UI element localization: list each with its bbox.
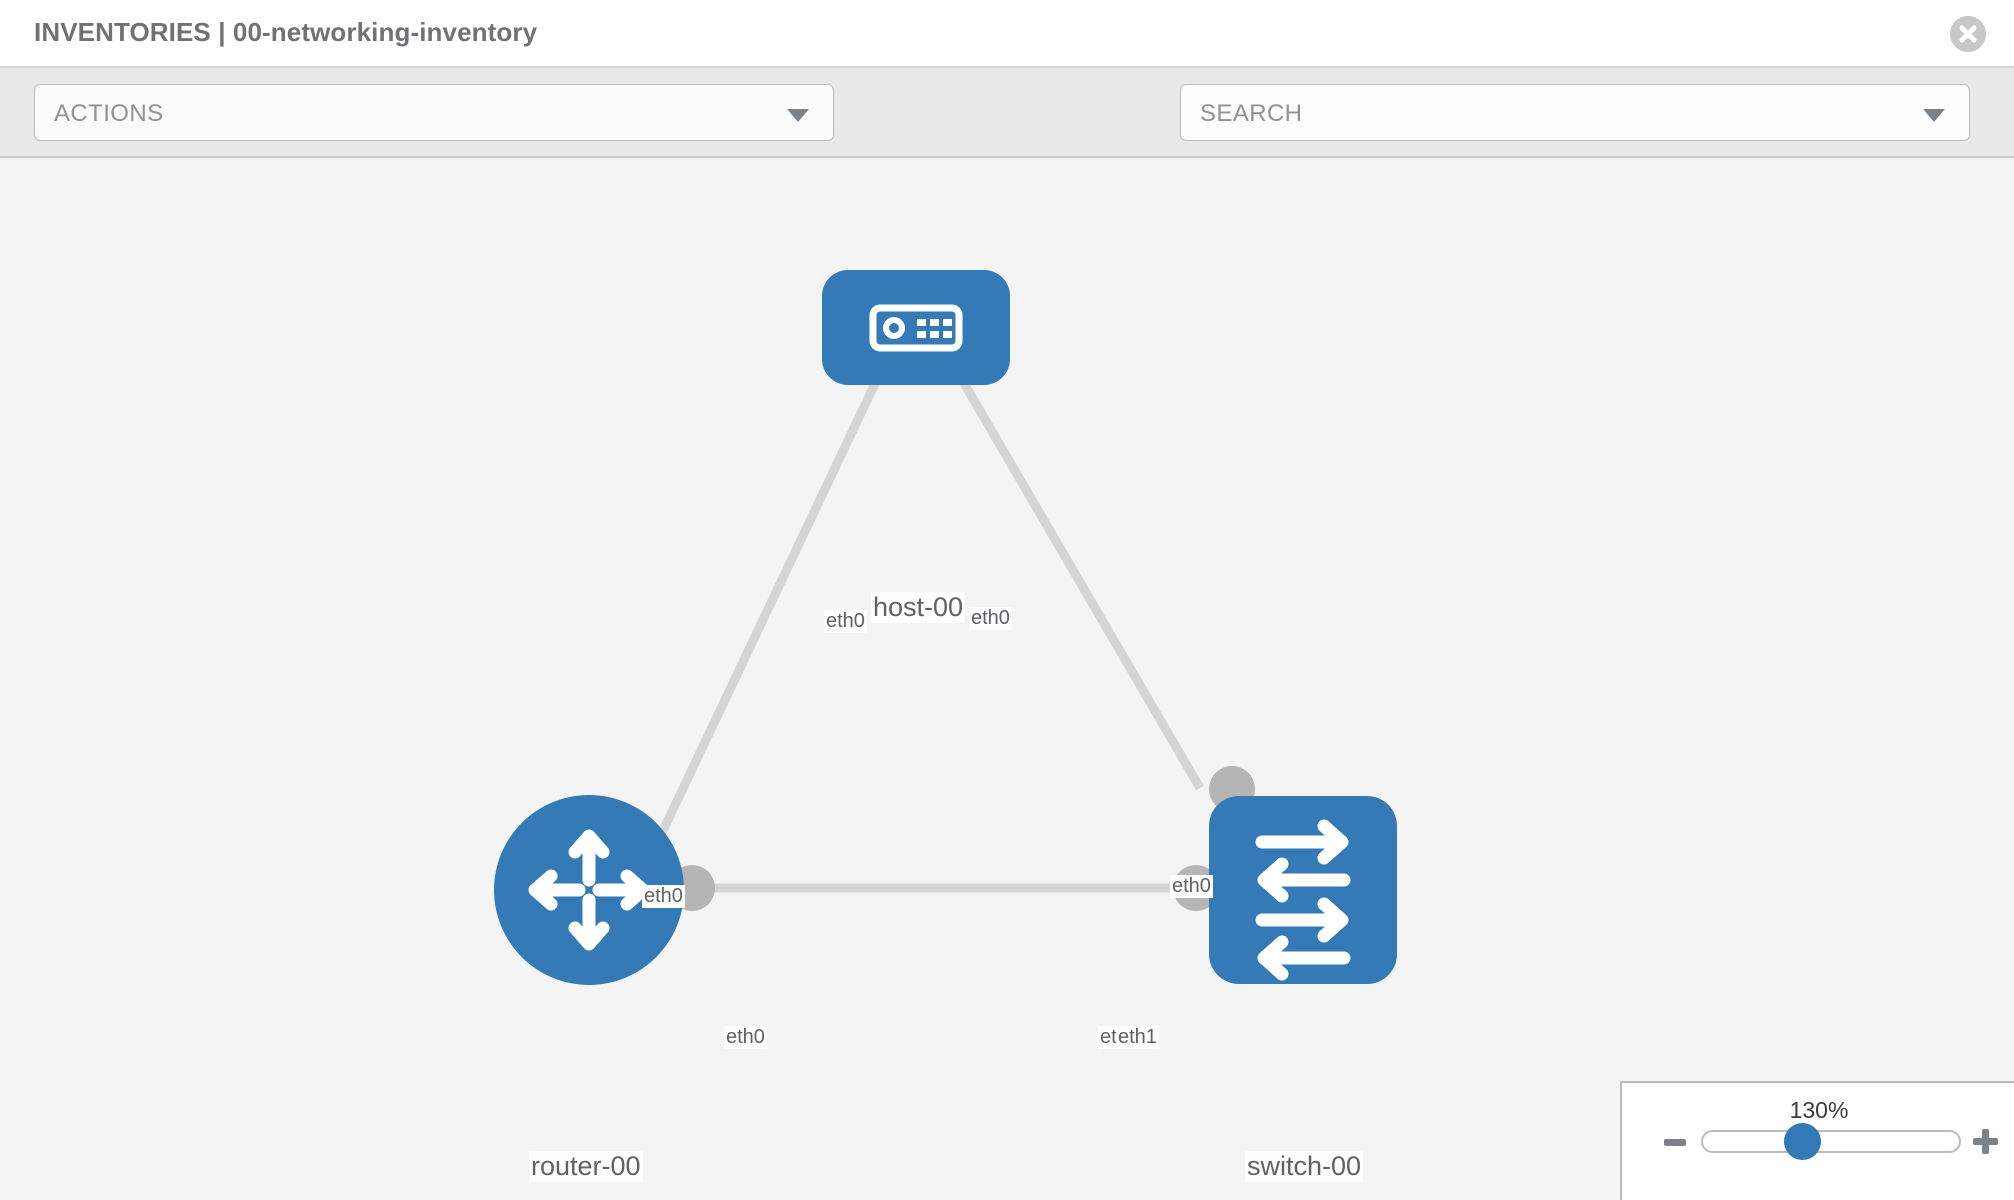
zoom-in-button[interactable] xyxy=(1973,1129,1998,1154)
node-label-host-00: host-00 xyxy=(871,592,966,623)
page-header: INVENTORIES | 00-networking-inventory xyxy=(0,0,2014,68)
link-host-router[interactable] xyxy=(645,371,885,860)
chevron-down-icon xyxy=(1923,109,1945,122)
topology-canvas[interactable]: eth0 eth0 eth0 eth0 eth0 eth0 eth1 host-… xyxy=(0,158,2014,1200)
actions-dropdown[interactable]: ACTIONS xyxy=(34,84,834,141)
zoom-slider-thumb[interactable] xyxy=(1784,1123,1821,1160)
node-host-00[interactable] xyxy=(822,270,1010,385)
zoom-out-button[interactable] xyxy=(1664,1139,1686,1146)
edge-label: eth0 xyxy=(642,885,685,908)
search-placeholder-label: SEARCH xyxy=(1200,100,1303,127)
node-switch-00[interactable] xyxy=(1209,796,1397,984)
breadcrumb: INVENTORIES | 00-networking-inventory xyxy=(34,17,538,47)
link-host-switch[interactable] xyxy=(954,370,1204,791)
node-label-router-00: router-00 xyxy=(529,1151,643,1182)
node-label-switch-00: switch-00 xyxy=(1245,1151,1364,1182)
toolbar: ACTIONS SEARCH xyxy=(0,68,2014,199)
edge-label: eth0 xyxy=(969,607,1012,630)
topology-graph xyxy=(494,270,1397,985)
edge-label: eth0 xyxy=(824,610,867,633)
switch-arrows-icon xyxy=(1255,819,1351,981)
actions-dropdown-label: ACTIONS xyxy=(54,100,164,127)
edge-label: eth0 xyxy=(1170,875,1213,898)
close-icon[interactable] xyxy=(1950,16,1986,52)
search-input[interactable]: SEARCH xyxy=(1180,84,1970,141)
topology-links xyxy=(645,370,1204,893)
zoom-slider-track[interactable] xyxy=(1701,1130,1961,1153)
edge-label: eth1 xyxy=(1116,1026,1159,1049)
zoom-control-panel: 130% xyxy=(1620,1081,2014,1200)
chevron-down-icon xyxy=(787,109,809,122)
edge-label: eth0 xyxy=(724,1026,767,1049)
server-icon xyxy=(869,304,963,352)
zoom-level-value: 130% xyxy=(1789,1097,1849,1123)
node-router-00[interactable] xyxy=(494,795,684,985)
